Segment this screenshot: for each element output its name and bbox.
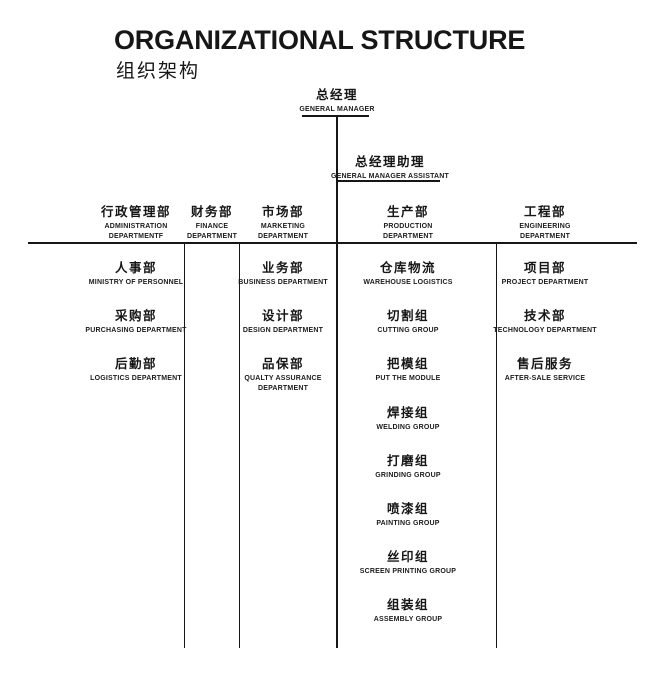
node-screen-printing-group: 丝印组 SCREEN PRINTING GROUP (343, 550, 473, 577)
node-gm-assistant: 总经理助理 GENERAL MANAGER ASSISTANT (315, 155, 465, 182)
dept-marketing: 市场部 MARKETING DEPARTMENT (218, 205, 348, 241)
node-welding-group: 焊接组 WELDING GROUP (343, 406, 473, 433)
node-logistics-en: LOGISTICS DEPARTMENT (90, 375, 182, 382)
node-design: 设计部 DESIGN DEPARTMENT (218, 309, 348, 336)
node-welding-group-zh: 焊接组 (386, 406, 429, 420)
node-technology: 技术部 TECHNOLOGY DEPARTMENT (480, 309, 610, 336)
general-manager-zh: 总经理 (315, 88, 358, 102)
node-painting-group-zh: 喷漆组 (386, 502, 429, 516)
node-assembly-group-en: ASSEMBLY GROUP (373, 616, 443, 623)
dept-production-en: PRODUCTION DEPARTMENT (382, 223, 434, 240)
node-general-manager: 总经理 GENERAL MANAGER (262, 88, 412, 115)
node-project-zh: 项目部 (523, 261, 566, 275)
node-warehouse-logistics-en: WAREHOUSE LOGISTICS (363, 279, 453, 286)
node-personnel-en: MINISTRY OF PERSONNEL (88, 279, 184, 286)
node-business-zh: 业务部 (261, 261, 304, 275)
dept-marketing-en: MARKETING DEPARTMENT (257, 223, 309, 240)
dept-finance-en: FINANCE DEPARTMENT (186, 223, 238, 240)
node-logistics: 后勤部 LOGISTICS DEPARTMENT (71, 357, 201, 384)
gm-assistant-en: GENERAL MANAGER ASSISTANT (330, 173, 450, 180)
node-project: 项目部 PROJECT DEPARTMENT (480, 261, 610, 288)
node-grinding-group-en: GRINDING GROUP (375, 472, 441, 479)
node-module-group: 把模组 PUT THE MODULE (343, 357, 473, 384)
trunk-vertical-line (336, 117, 338, 648)
gm-assistant-zh: 总经理助理 (354, 155, 425, 169)
node-warehouse-logistics: 仓库物流 WAREHOUSE LOGISTICS (343, 261, 473, 288)
node-cutting-group: 切割组 CUTTING GROUP (343, 309, 473, 336)
chart-title: ORGANIZATIONAL STRUCTURE (114, 25, 526, 55)
general-manager-en: GENERAL MANAGER (299, 106, 375, 113)
node-technology-zh: 技术部 (523, 309, 566, 323)
node-assembly-group-zh: 组装组 (386, 598, 429, 612)
dept-administration-en: ADMINISTRATION DEPARTMENTF (104, 223, 168, 240)
node-business: 业务部 BUSINESS DEPARTMENT (218, 261, 348, 288)
dept-administration: 行政管理部 ADMINISTRATION DEPARTMENTF (71, 205, 201, 241)
dept-finance: 财务部 FINANCE DEPARTMENT (147, 205, 277, 241)
node-welding-group-en: WELDING GROUP (376, 424, 440, 431)
node-after-sale: 售后服务 AFTER-SALE SERVICE (480, 357, 610, 384)
node-module-group-en: PUT THE MODULE (375, 375, 441, 382)
node-personnel-zh: 人事部 (114, 261, 157, 275)
node-screen-printing-group-zh: 丝印组 (386, 550, 429, 564)
node-purchasing-zh: 采购部 (114, 309, 157, 323)
node-quality-assurance: 品保部 QUALTY ASSURANCE DEPARTMENT (237, 357, 329, 393)
dept-production-zh: 生产部 (386, 205, 429, 219)
node-warehouse-logistics-zh: 仓库物流 (379, 261, 436, 275)
column-divider-1 (183, 244, 185, 648)
node-after-sale-en: AFTER-SALE SERVICE (504, 375, 586, 382)
node-grinding-group-zh: 打磨组 (386, 454, 429, 468)
node-screen-printing-group-en: SCREEN PRINTING GROUP (359, 568, 457, 575)
column-divider-2 (238, 244, 240, 648)
node-after-sale-zh: 售后服务 (516, 357, 573, 371)
gm-assistant-underline (338, 180, 440, 182)
dept-marketing-zh: 市场部 (261, 205, 304, 219)
departments-horizontal-line (28, 242, 637, 244)
node-painting-group-en: PAINTING GROUP (376, 520, 440, 527)
node-quality-assurance-en: QUALTY ASSURANCE DEPARTMENT (244, 375, 322, 392)
dept-engineering: 工程部 ENGINEERING DEPARTMENT (480, 205, 610, 241)
dept-engineering-zh: 工程部 (523, 205, 566, 219)
node-business-en: BUSINESS DEPARTMENT (238, 279, 328, 286)
node-project-en: PROJECT DEPARTMENT (501, 279, 589, 286)
chart-subtitle: 组织架构 (116, 61, 201, 82)
node-design-zh: 设计部 (261, 309, 304, 323)
node-grinding-group: 打磨组 GRINDING GROUP (343, 454, 473, 481)
node-painting-group: 喷漆组 PAINTING GROUP (343, 502, 473, 529)
node-design-en: DESIGN DEPARTMENT (242, 327, 324, 334)
node-quality-assurance-zh: 品保部 (261, 357, 304, 371)
node-purchasing: 采购部 PURCHASING DEPARTMENT (71, 309, 201, 336)
general-manager-underline (302, 115, 369, 117)
dept-finance-zh: 财务部 (190, 205, 233, 219)
node-technology-en: TECHNOLOGY DEPARTMENT (493, 327, 597, 334)
node-logistics-zh: 后勤部 (114, 357, 157, 371)
column-divider-3 (495, 244, 497, 648)
node-module-group-zh: 把模组 (386, 357, 429, 371)
node-personnel: 人事部 MINISTRY OF PERSONNEL (71, 261, 201, 288)
node-cutting-group-en: CUTTING GROUP (377, 327, 439, 334)
dept-administration-zh: 行政管理部 (100, 205, 171, 219)
dept-production: 生产部 PRODUCTION DEPARTMENT (343, 205, 473, 241)
dept-engineering-en: ENGINEERING DEPARTMENT (519, 223, 571, 240)
node-purchasing-en: PURCHASING DEPARTMENT (85, 327, 187, 334)
node-assembly-group: 组装组 ASSEMBLY GROUP (343, 598, 473, 625)
node-cutting-group-zh: 切割组 (386, 309, 429, 323)
